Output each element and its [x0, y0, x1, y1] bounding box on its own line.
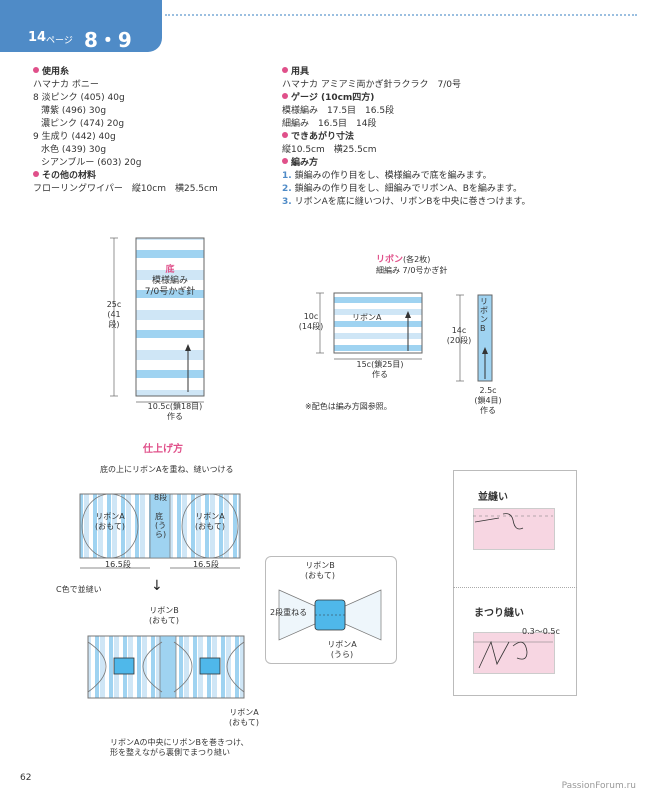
ribbon-b-label-step2: リボンB(おもて) [149, 606, 179, 625]
blind-stitch-size: 0.3〜0.5c [522, 627, 560, 636]
stitches-divider [453, 587, 577, 588]
size-title: できあがり寸法 [282, 131, 622, 144]
base-height-label: 25c(41段) [106, 300, 122, 329]
set9-line-1: 9 生成り (442) 40g [33, 132, 116, 142]
ribbon-stitch: 細編み 7/0号かぎ針 [376, 266, 448, 275]
finish-step2-diagram [87, 635, 245, 699]
method-step-3: 3. リボンAを底に縫いつけ、リボンBを中央に巻きつけます。 [282, 197, 531, 207]
running-stitch-illustration [473, 513, 553, 530]
base-stitch: 模様編み [151, 276, 188, 286]
set9-line-3: シアンブルー (603) 20g [41, 158, 142, 168]
ribbon-a-label: リボンA [352, 313, 382, 322]
ribbon-b-wrap-right [199, 657, 221, 675]
blind-stitch-illustration [473, 640, 553, 669]
base-width-label: 10.5c(鎖18目)作る [147, 402, 203, 421]
down-arrow-icon: ↓ [151, 578, 163, 594]
ribbon-b-label: リボンB [480, 297, 488, 333]
detail-ribbon-a-label: リボンA(うら) [327, 640, 357, 659]
method-step-2: 2. 鎖編みの作り目をし、細編みでリボンA、Bを編みます。 [282, 184, 522, 194]
finish-title: 仕上げ方 [143, 444, 183, 455]
tools-title: 用具 [282, 66, 622, 79]
ribbon-title: リボン [376, 255, 404, 265]
rows-8-label: 8段 [154, 493, 168, 502]
tools-text: ハマナカ アミアミ両かぎ針ラクラク 7/0号 [282, 80, 461, 90]
blind-stitch-fabric [473, 632, 555, 674]
base-hook: 7/0号かぎ針 [144, 287, 196, 297]
ribbon-b-height: 14c(20段) [446, 326, 472, 345]
materials-section: 使用糸 ハマナカ ボニー 8 淡ピンク (405) 40g 薄紫 (496) 3… [33, 66, 273, 196]
base-diagram [110, 237, 205, 403]
gauge-line-1: 模様編み 17.5目 16.5段 [282, 106, 395, 116]
pattern-numbers: 8・9 [84, 28, 132, 52]
ribbon-a-rect [333, 292, 423, 354]
color-note: ※配色は編み方図参照。 [305, 402, 392, 411]
method-step-1: 1. 鎖編みの作り目をし、模様編みで底を編みます。 [282, 171, 492, 181]
gauge-title: ゲージ (10cm四方) [282, 92, 622, 105]
base-rect [135, 237, 205, 397]
detail-diagram [278, 589, 382, 641]
watermark: PassionForum.ru [561, 781, 636, 791]
other-materials-text: フローリングワイパー 縦10cm 横25.5cm [33, 184, 218, 194]
ribbon-title-block: リボン(各2枚) [376, 252, 430, 265]
ribbon-a-left-shape [81, 493, 139, 559]
ribbon-a-height: 10c(14段) [298, 312, 324, 331]
rows-right-label: 16.5段 [193, 560, 219, 569]
ribbon-b-wrap-left [113, 657, 135, 675]
set9-line-2: 水色 (439) 30g [41, 145, 107, 155]
running-stitch-c-label: C色で並縫い [56, 585, 102, 594]
ribbon-b-width: 2.5c(鎖4目)作る [474, 386, 502, 415]
size-text: 縦10.5cm 横25.5cm [282, 145, 377, 155]
detail-overlap-label: 2段重ねる [270, 608, 308, 617]
finish-caption-1: 底の上にリボンAを重ね、縫いつける [100, 465, 234, 474]
ribbon-a-label-step2: リボンA(おもて) [229, 708, 259, 727]
ribbon-b-rect [477, 294, 493, 382]
set8-line-1: 8 淡ピンク (405) 40g [33, 93, 125, 103]
materials-title: 使用糸 [33, 66, 273, 79]
running-stitch-title: 並縫い [478, 492, 508, 503]
page-number: 62 [20, 773, 32, 783]
rows-left-label: 16.5段 [105, 560, 131, 569]
center-band [149, 493, 171, 559]
finish-step1-diagram [79, 493, 241, 569]
set8-line-2: 薄紫 (496) 30g [41, 106, 107, 116]
base-title: 底 [165, 265, 175, 275]
header-dotted-rule [165, 14, 637, 16]
tools-section: 用具 ハマナカ アミアミ両かぎ針ラクラク 7/0号 ゲージ (10cm四方) 模… [282, 66, 622, 209]
yarn-brand: ハマナカ ボニー [33, 80, 99, 90]
set8-line-3: 濃ピンク (474) 20g [41, 119, 125, 129]
running-stitch-fabric [473, 508, 555, 550]
page-label: ページ [46, 36, 73, 46]
ribbon-a-right-shape [181, 493, 239, 559]
method-title: 編み方 [282, 157, 622, 170]
blind-stitch-title: まつり縫い [474, 608, 524, 619]
ribbon-diagram [316, 292, 493, 382]
base-back-label: 底(うら) [155, 512, 167, 539]
base-title-block: 底 模様編み 7/0号かぎ針 [136, 265, 204, 298]
ribbon-a-right-label: リボンA(おもて) [195, 512, 225, 531]
ribbon-count: (各2枚) [403, 255, 431, 264]
ribbon-a-width: 15c(鎖25目)作る [356, 360, 404, 379]
detail-ribbon-b-label: リボンB(おもて) [305, 561, 335, 580]
finish-caption-2: リボンAの中央にリボンBを巻きつけ、形を整えながら裏側でまつり縫い [110, 738, 249, 757]
gauge-line-2: 細編み 16.5目 14段 [282, 119, 377, 129]
page-number-ref: 14 [28, 30, 47, 45]
page-tab: 14 ページ 8・9 [0, 0, 162, 52]
ribbon-a-left-label: リボンA(おもて) [95, 512, 125, 531]
other-materials-title: その他の材料 [33, 170, 273, 183]
